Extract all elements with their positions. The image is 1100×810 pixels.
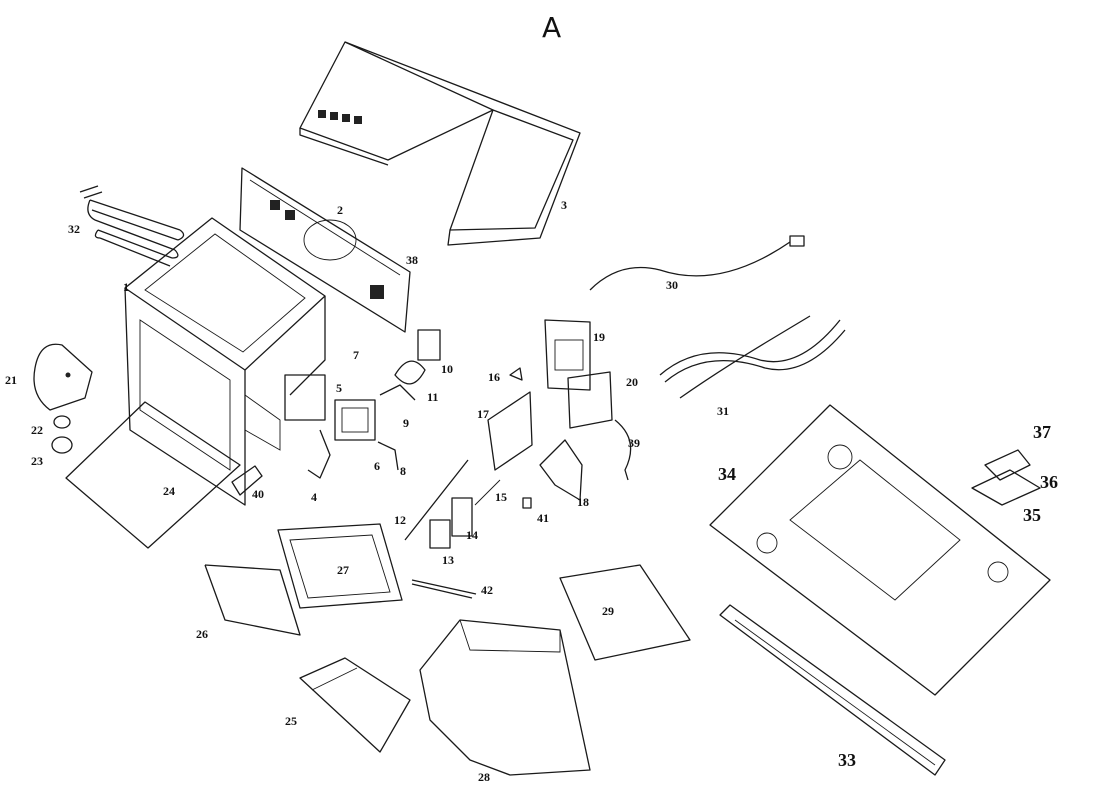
wire-harness [659,315,846,399]
callout-3: 3 [561,198,567,212]
callout-16: 16 [488,370,500,384]
callout-24: 24 [163,484,175,498]
front-trim [719,604,946,776]
control-box [544,319,613,429]
door-seal [277,523,403,609]
callout-35: 35 [1023,505,1041,525]
callout-25: 25 [285,714,297,728]
control-brackets [487,367,533,471]
callout-26: 26 [196,627,208,641]
oven-cavity [124,217,326,506]
callout-34: 34 [718,464,736,484]
wire-rack [299,657,411,753]
wire-frame [204,564,301,636]
callout-31: 31 [717,404,729,418]
callout-32: 32 [68,222,80,236]
power-cord [589,235,805,291]
transformer [284,374,399,479]
callout-29: 29 [602,604,614,618]
callout-40: 40 [252,487,264,501]
callout-22: 22 [31,423,43,437]
packing-sheet [559,564,691,661]
callout-10: 10 [441,362,453,376]
mount-bracket [539,439,583,501]
callout-23: 23 [31,454,43,468]
callout-11: 11 [427,390,439,404]
callout-7: 7 [353,348,359,362]
board-assembly [971,449,1041,506]
callout-27: 27 [337,563,349,577]
small-motor-parts [51,415,73,454]
callout-12: 12 [394,513,406,527]
callout-17: 17 [477,407,489,421]
callout-21: 21 [5,373,17,387]
callout-8: 8 [400,464,406,478]
bottom-plate [65,401,241,549]
heating-element [79,185,185,267]
callout-28: 28 [478,770,490,784]
callout-19: 19 [593,330,605,344]
foam-packing [419,619,591,776]
callout-30: 30 [666,278,678,292]
callout-1: 1 [123,280,129,294]
callout-6: 6 [374,459,380,473]
cables-small [522,419,632,509]
callout-18: 18 [577,495,589,509]
callout-15: 15 [495,490,507,504]
outer-cover [299,41,581,246]
callout-20: 20 [626,375,638,389]
callout-33: 33 [838,750,856,770]
callout-37: 37 [1033,422,1051,442]
back-panel [239,167,411,333]
callout-2: 2 [337,203,343,217]
diagram-title: A [542,11,562,44]
callout-4: 4 [311,490,317,504]
callout-38: 38 [406,253,418,267]
callout-14: 14 [466,528,478,542]
lamp-cover [33,343,93,411]
callout-39: 39 [628,436,640,450]
probe-tool [411,579,477,599]
callout-13: 13 [442,553,454,567]
callout-5: 5 [336,381,342,395]
callout-41: 41 [537,511,549,525]
callout-36: 36 [1040,472,1058,492]
callout-9: 9 [403,416,409,430]
magnetron-group [404,459,501,549]
spacer-block [231,465,263,496]
callout-42: 42 [481,583,493,597]
fan-assembly [379,329,441,401]
base-plate [709,404,1051,696]
